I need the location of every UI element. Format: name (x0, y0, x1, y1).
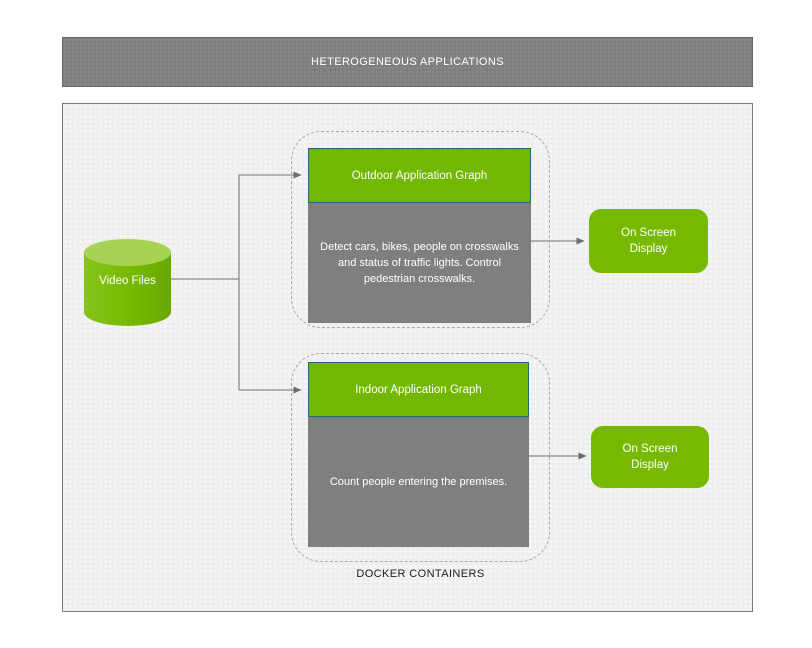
indoor-docker-container-group (291, 353, 550, 562)
outdoor-on-screen-display-node: On Screen Display (589, 209, 708, 273)
heterogeneous-applications-banner: HETEROGENEOUS APPLICATIONS (62, 37, 753, 87)
outdoor-docker-container-group (291, 131, 550, 328)
cylinder-top-ellipse (84, 239, 171, 266)
video-files-label: Video Files (99, 275, 156, 287)
indoor-graph-title-bar: Indoor Application Graph (308, 362, 529, 417)
outdoor-osd-label: On Screen Display (621, 227, 676, 255)
indoor-graph-description-panel: Count people entering the premises. (308, 417, 529, 547)
banner-title: HETEROGENEOUS APPLICATIONS (311, 56, 504, 68)
outdoor-graph-description: Detect cars, bikes, people on crosswalks… (320, 241, 519, 285)
diagram-canvas: Video Files Outdoor Application Graph De… (62, 103, 753, 612)
outdoor-application-graph-node: Outdoor Application Graph Detect cars, b… (308, 148, 531, 323)
indoor-graph-description: Count people entering the premises. (329, 476, 508, 488)
indoor-application-graph-node: Indoor Application Graph Count people en… (308, 362, 529, 547)
video-files-database: Video Files (84, 239, 171, 326)
indoor-graph-title: Indoor Application Graph (355, 383, 482, 396)
outdoor-graph-title: Outdoor Application Graph (351, 169, 488, 182)
indoor-on-screen-display-node: On Screen Display (591, 426, 709, 488)
outdoor-graph-description-panel: Detect cars, bikes, people on crosswalks… (308, 203, 531, 323)
outdoor-graph-title-bar: Outdoor Application Graph (308, 148, 531, 203)
indoor-osd-label: On Screen Display (622, 443, 678, 471)
docker-containers-caption: DOCKER CONTAINERS (356, 568, 485, 580)
